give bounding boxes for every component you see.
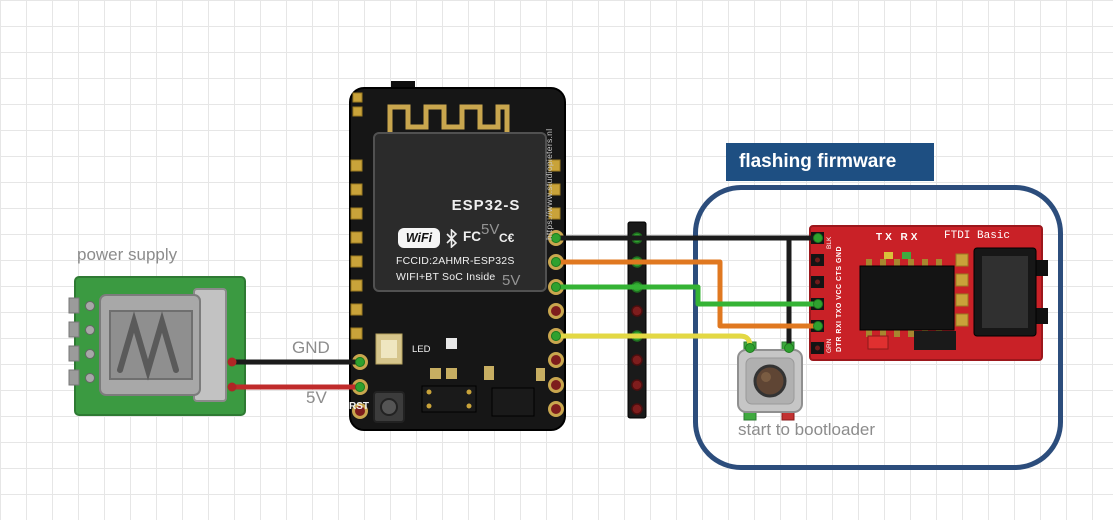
power-board-pcb: [74, 276, 246, 416]
ce-mark: C€: [499, 231, 515, 245]
esp32-pin-label-5v-top: 5V: [481, 221, 500, 238]
esp32-ic-chip-2: [491, 387, 535, 417]
esp32-module-name: ESP32-S: [451, 197, 521, 214]
flashing-firmware-label: flashing firmware: [739, 151, 897, 172]
esp32-url-vertical: https://www.studiopieters.nl: [544, 128, 554, 240]
esp32-right-pin-pads: [548, 230, 564, 417]
wifi-logo-badge: WiFi: [398, 228, 440, 248]
esp32-led-label: LED: [412, 344, 431, 355]
esp32-fccid-line2: WIFI+BT SoC Inside: [396, 271, 496, 283]
ftdi-pin-row-label: DTR RXI TXO VCC CTS GND: [836, 245, 843, 352]
ftdi-board-name: FTDI Basic: [944, 230, 1011, 242]
esp32-top-pads: [352, 92, 363, 117]
power-supply-label: power supply: [77, 245, 178, 264]
esp32-pin-label-5v-mid: 5V: [502, 272, 521, 289]
ftdi-edge-label-blk: BLK: [826, 236, 833, 249]
esp32-left-castellations: [350, 159, 363, 340]
usb-contact-springs: [117, 311, 179, 381]
esp32-fccid-line1: FCCID:2AHMR-ESP32S: [396, 255, 515, 267]
flashing-firmware-title: flashing firmware: [726, 143, 934, 181]
ftdi-edge-label-grn: GRN: [826, 338, 833, 353]
flash-led-component: [375, 333, 403, 365]
ftdi-tx-rx-label: TX RX: [876, 232, 921, 243]
esp32-ic-chip: [421, 385, 477, 413]
power-board-through-holes: [85, 301, 95, 383]
smd-components-tan: [430, 366, 545, 381]
5v-wire-label: 5V: [306, 388, 327, 407]
smd-component-white: [446, 338, 457, 349]
esp32-top-notch: [391, 81, 415, 91]
ipex-antenna-connector: [494, 140, 526, 170]
power-board-edge-pins: [68, 297, 80, 386]
antenna-trace: [387, 104, 510, 141]
start-to-bootloader-label: start to bootloader: [738, 420, 876, 439]
gnd-wire-label: GND: [292, 338, 330, 357]
rst-button: [373, 391, 405, 423]
bluetooth-icon: [446, 229, 458, 248]
mini-usb-connector: [99, 288, 227, 402]
power-supply-board: [68, 276, 246, 416]
pin-header-strip: [627, 221, 647, 419]
fcc-mark: FC: [463, 229, 481, 244]
esp32-rst-label: RST: [349, 401, 369, 412]
